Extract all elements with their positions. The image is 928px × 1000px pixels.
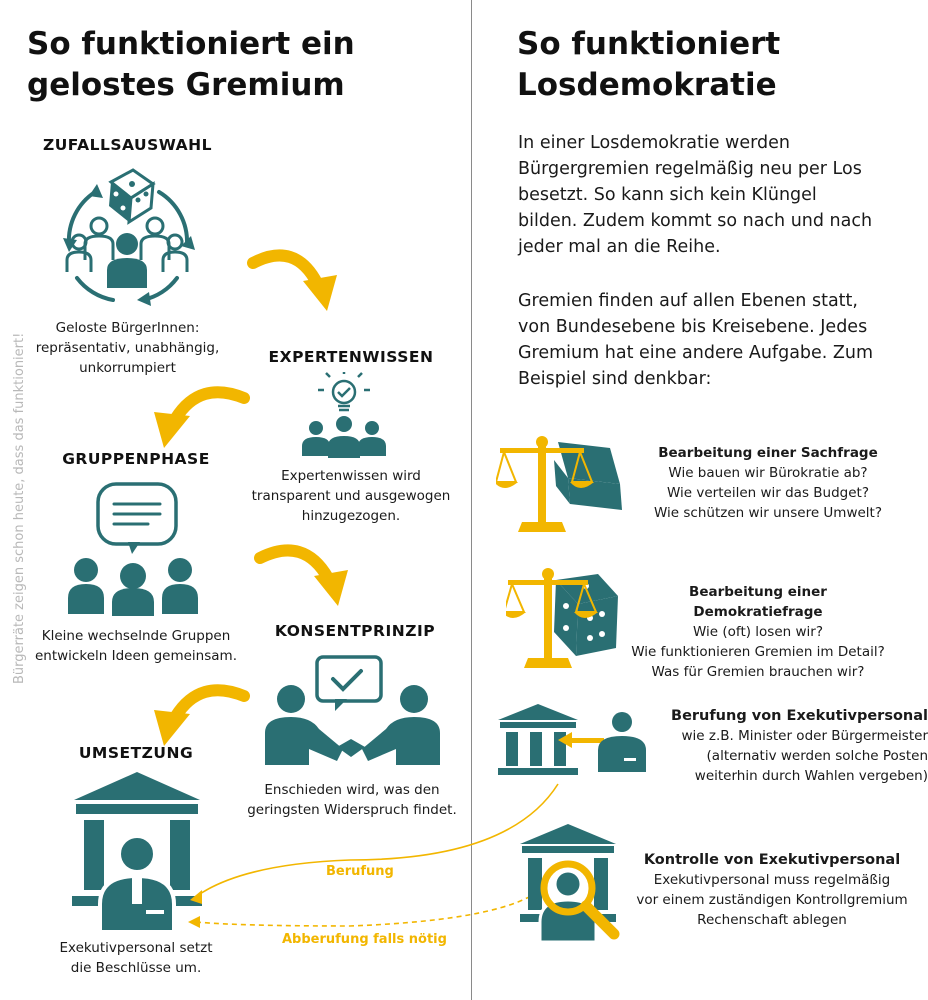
step-title-gruppenphase: GRUPPENPHASE bbox=[62, 450, 210, 468]
caption-umsetzung: Exekutivpersonal setzt die Beschlüsse um… bbox=[20, 938, 252, 978]
para-line: Gremien finden auf allen Ebenen statt, bbox=[518, 291, 858, 311]
para-line: besetzt. So kann sich kein Klüngel bbox=[518, 185, 817, 205]
intro-paragraph-2: Gremien finden auf allen Ebenen statt, v… bbox=[518, 288, 918, 392]
scales-icon bbox=[506, 568, 618, 668]
caption-gruppenphase: Kleine wechselnde Gruppen entwickeln Ide… bbox=[20, 626, 252, 666]
scales-icon bbox=[496, 436, 622, 532]
card-kontrolle: Kontrolle von Exekutivpersonal Exekutivp… bbox=[622, 850, 922, 930]
para-line: von Bundesebene bis Kreisebene. Jedes bbox=[518, 317, 868, 337]
card-line: Exekutivpersonal muss regelmäßig bbox=[653, 872, 891, 888]
para-line: Gremium hat eine andere Aufgabe. Zum bbox=[518, 343, 874, 363]
step-title-zufallsauswahl: ZUFALLSAUSWAHL bbox=[42, 136, 213, 154]
card-berufung: Berufung von Exekutivpersonal wie z.B. M… bbox=[648, 706, 928, 786]
lightbulb-icon bbox=[318, 372, 370, 412]
card-line: Wie schützen wir unsere Umwelt? bbox=[653, 505, 883, 521]
right-title-line-1: So funktioniert bbox=[517, 26, 781, 62]
columns-building-icon bbox=[520, 824, 620, 944]
caption-line: hinzugezogen. bbox=[301, 508, 401, 524]
columns-building-icon bbox=[72, 772, 202, 932]
caption-zufallsauswahl: Geloste BürgerInnen: repräsentativ, unab… bbox=[20, 318, 235, 378]
para-line: Bürgergremien regelmäßig neu per Los bbox=[518, 159, 862, 179]
right-title: So funktioniert Losdemokratie bbox=[517, 24, 780, 106]
people-cycle-icon bbox=[63, 168, 195, 306]
columns-building-icon bbox=[498, 704, 646, 775]
group-icon bbox=[302, 372, 386, 458]
caption-expertenwissen: Expertenwissen wird transparent und ausg… bbox=[242, 466, 460, 526]
dice-icon bbox=[108, 168, 156, 225]
card-sachfrage: Bearbeitung einer Sachfrage Wie bauen wi… bbox=[640, 443, 896, 523]
card-line: (alternativ werden solche Posten bbox=[706, 748, 928, 764]
card-line: vor einem zuständigen Kontrollgremium bbox=[636, 892, 908, 908]
caption-line: repräsentativ, unabhängig, bbox=[35, 340, 220, 356]
card-line: Wie (oft) losen wir? bbox=[693, 624, 823, 640]
para-line: jeder mal an die Reihe. bbox=[518, 237, 721, 257]
caption-line: die Beschlüsse um. bbox=[70, 960, 202, 976]
caption-konsentprinzip: Enschieden wird, was den geringsten Wide… bbox=[236, 780, 468, 820]
link-label-berufung: Berufung bbox=[326, 864, 394, 879]
step-title-konsentprinzip: KONSENTPRINZIP bbox=[274, 622, 436, 640]
para-line: In einer Losdemokratie werden bbox=[518, 133, 790, 153]
card-demokratiefrage: Bearbeitung einer Demokratiefrage Wie (o… bbox=[626, 582, 890, 682]
person-icon bbox=[598, 712, 646, 772]
column-divider bbox=[471, 0, 472, 1000]
caption-line: Exekutivpersonal setzt bbox=[59, 940, 213, 956]
curved-arrow-icon bbox=[154, 386, 250, 448]
step-title-umsetzung: UMSETZUNG bbox=[78, 744, 194, 762]
person-icon bbox=[98, 834, 176, 932]
card-line: Was für Gremien brauchen wir? bbox=[651, 664, 865, 680]
caption-line: Kleine wechselnde Gruppen bbox=[41, 628, 231, 644]
group-icon bbox=[68, 558, 198, 616]
link-label-abberufung: Abberufung falls nötig bbox=[282, 932, 447, 947]
left-title-line-1: So funktioniert ein bbox=[27, 26, 355, 62]
curved-arrow-icon bbox=[247, 249, 337, 311]
card-title: Berufung von Exekutivpersonal bbox=[671, 708, 928, 724]
speech-bubble-icon bbox=[68, 482, 198, 616]
link-lines bbox=[188, 783, 559, 928]
card-title: Kontrolle von Exekutivpersonal bbox=[643, 852, 901, 868]
left-title-line-2: gelostes Gremium bbox=[27, 67, 345, 103]
card-line: Wie funktionieren Gremien im Detail? bbox=[631, 644, 885, 660]
para-line: bilden. Zudem kommt so nach und nach bbox=[518, 211, 873, 231]
checkmark-icon bbox=[331, 669, 363, 692]
caption-line: entwickeln Ideen gemeinsam. bbox=[34, 648, 237, 664]
handshake-icon bbox=[265, 655, 440, 765]
caption-line: transparent und ausgewogen bbox=[251, 488, 451, 504]
card-line: Wie verteilen wir das Budget? bbox=[666, 485, 870, 501]
para-line: Beispiel sind denkbar: bbox=[518, 369, 712, 389]
intro-paragraph-1: In einer Losdemokratie werden Bürgergrem… bbox=[518, 130, 918, 260]
card-title: Bearbeitung einer Demokratiefrage bbox=[689, 584, 827, 620]
caption-line: geringsten Widerspruch findet. bbox=[247, 802, 457, 818]
card-line: Wie bauen wir Bürokratie ab? bbox=[668, 465, 868, 481]
caption-line: unkorrumpiert bbox=[79, 360, 176, 376]
caption-line: Geloste BürgerInnen: bbox=[55, 320, 200, 336]
card-line: Rechenschaft ablegen bbox=[697, 912, 847, 928]
magnifier-icon bbox=[540, 860, 620, 940]
curved-arrow-icon bbox=[254, 544, 348, 606]
left-title: So funktioniert ein gelostes Gremium bbox=[27, 24, 355, 106]
caption-line: Enschieden wird, was den bbox=[264, 782, 440, 798]
card-line: weiterhin durch Wahlen vergeben) bbox=[694, 768, 928, 784]
right-title-line-2: Losdemokratie bbox=[517, 67, 777, 103]
step-title-expertenwissen: EXPERTENWISSEN bbox=[268, 348, 434, 366]
curved-arrow-icon bbox=[154, 684, 250, 746]
card-title: Bearbeitung einer Sachfrage bbox=[658, 445, 878, 461]
caption-line: Expertenwissen wird bbox=[281, 468, 421, 484]
card-line: wie z.B. Minister oder Bürgermeister bbox=[681, 728, 928, 744]
